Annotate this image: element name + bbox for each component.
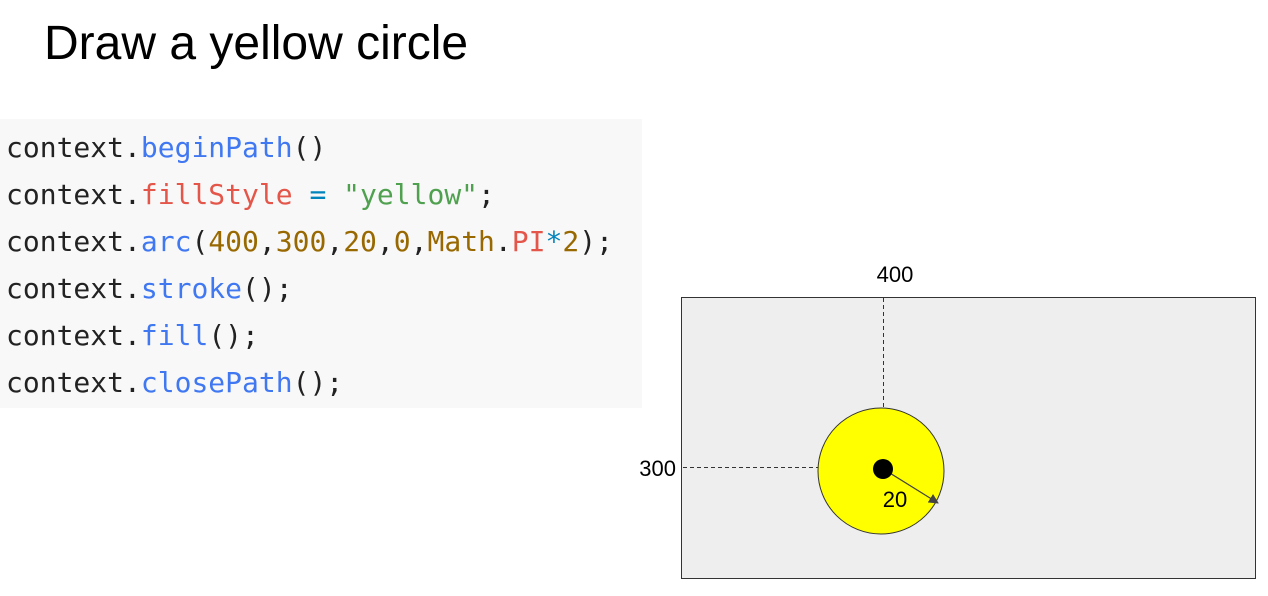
code-token: . [124,178,141,211]
code-token: context [6,366,125,399]
code-token: beginPath [140,131,293,164]
code-token: () [292,131,327,164]
code-token: fill [140,319,209,352]
code-token: context [6,272,125,305]
code-token: . [124,366,141,399]
code-token: (); [292,366,344,399]
code-token: ( [191,225,209,258]
code-token: . [124,131,141,164]
code-token: 20 [343,225,377,258]
code-token [293,178,310,211]
code-token: , [376,225,394,258]
code-token: 2 [562,225,580,258]
code-line: context.stroke(); [0,265,642,312]
center-point [873,459,893,479]
code-token: "yellow" [343,178,479,211]
canvas-area [681,297,1256,579]
radius-arrow [884,469,939,504]
code-line: context.beginPath() [0,124,642,171]
code-token: (); [208,319,259,352]
code-token: . [124,272,141,305]
code-line: context.arc(400,300,20,0,Math.PI*2); [0,218,642,265]
code-token: . [494,225,512,258]
code-token: , [258,225,276,258]
code-token: arc [140,225,192,258]
code-token: context [6,225,125,258]
code-token: closePath [140,366,293,399]
code-block: context.beginPath()context.fillStyle = "… [0,119,642,408]
code-token: 0 [393,225,411,258]
code-token [326,178,343,211]
code-token: ; [478,178,495,211]
code-token: = [309,178,327,211]
yellow-circle [817,407,945,535]
code-token: Math [427,225,495,258]
code-line: context.fillStyle = "yellow"; [0,171,642,218]
code-token: context [6,178,125,211]
code-token: . [124,225,141,258]
code-token: PI [511,225,546,258]
code-token: * [545,225,563,258]
x-coordinate-label: 400 [877,262,914,287]
code-token: context [6,131,125,164]
code-token: 300 [275,225,327,258]
code-token: . [124,319,141,352]
code-token: (); [242,272,293,305]
code-line: context.fill(); [0,312,642,359]
code-token: context [6,319,125,352]
radius-label: 20 [883,487,907,512]
code-line: context.closePath(); [0,359,642,406]
code-token: , [410,225,428,258]
code-token: stroke [140,272,243,305]
code-token: fillStyle [140,178,293,211]
code-token: 400 [208,225,259,258]
slide-title: Draw a yellow circle [44,17,469,70]
code-token: ); [579,225,613,258]
y-coordinate-label: 300 [639,456,676,481]
code-token: , [326,225,344,258]
